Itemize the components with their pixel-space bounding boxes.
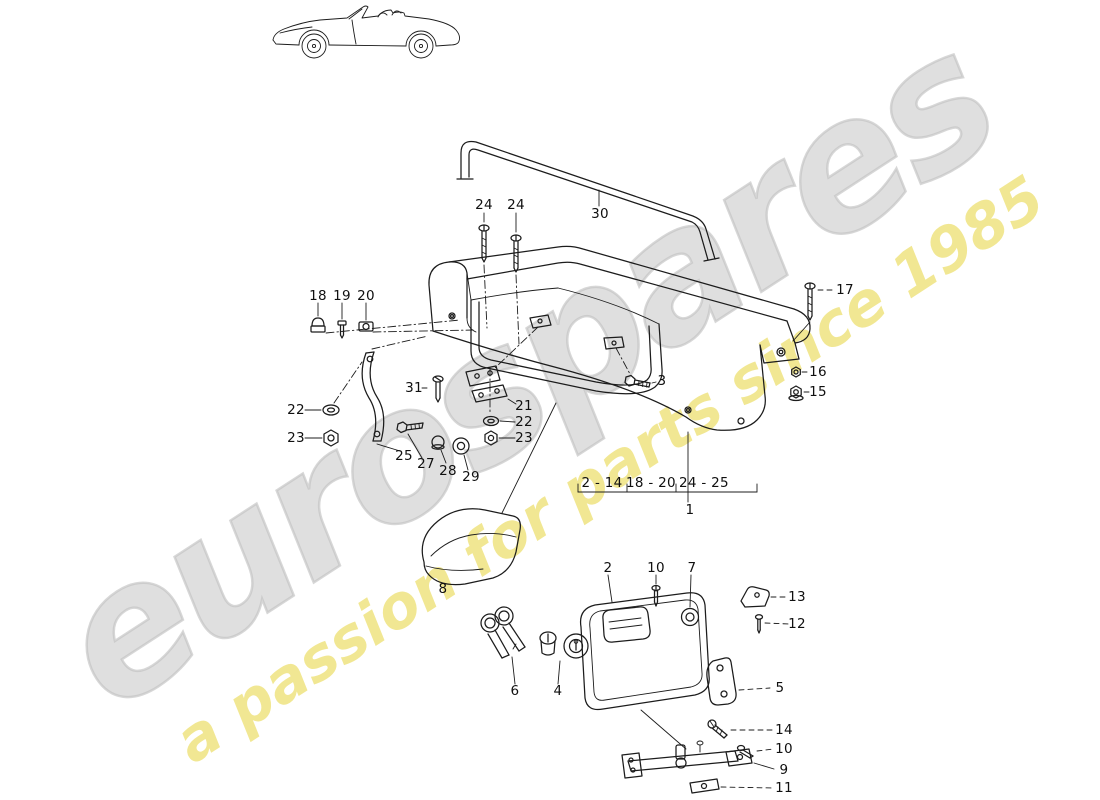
part-label-4: 4 [553, 683, 563, 699]
part-label-1: 1 [685, 502, 695, 518]
part-label-13: 13 [788, 589, 806, 605]
screw-19 [337, 302, 347, 339]
part-label-27: 27 [417, 456, 435, 472]
bracket-5 [706, 657, 771, 706]
storage-lid-2 [579, 574, 710, 750]
rear-panel-assembly-1 [428, 245, 811, 431]
part-label-25: 25 [395, 448, 413, 464]
cap-29 [452, 437, 470, 471]
group-label-segment-2: 18 - 20 [626, 475, 676, 491]
part-label-28: 28 [439, 463, 457, 479]
lock-4 [539, 631, 589, 685]
group-label-lines [577, 431, 758, 503]
nut-23-right [484, 430, 516, 446]
part-label-19: 19 [333, 288, 351, 304]
screw-24-right [510, 212, 522, 345]
part-label-10: 10 [647, 560, 665, 576]
part-label-29: 29 [462, 469, 480, 485]
keys-6 [480, 606, 526, 685]
align-line [372, 329, 474, 333]
group-label-segment-1: 2 - 14 [581, 475, 623, 491]
bracket-11 [689, 778, 775, 794]
part-label-14: 14 [775, 722, 793, 738]
part-label-8: 8 [438, 581, 448, 597]
part-label-12: 12 [788, 616, 806, 632]
part-label-5: 5 [775, 680, 785, 696]
latch-9 [621, 740, 775, 779]
align-line [333, 361, 363, 404]
screw-12 [754, 614, 790, 634]
part-label-16: 16 [809, 364, 827, 380]
part-label-10: 10 [775, 741, 793, 757]
washer-22-right [482, 415, 516, 427]
part-label-3: 3 [657, 373, 667, 389]
part-label-23: 23 [287, 430, 305, 446]
cap-nut-18 [310, 302, 326, 333]
part-label-31: 31 [405, 380, 423, 396]
part-label-2: 2 [603, 560, 613, 576]
bolt-27 [396, 421, 424, 459]
part-label-24: 24 [475, 197, 493, 213]
cap-28 [431, 435, 447, 464]
part-label-15: 15 [809, 384, 827, 400]
part-label-9: 9 [779, 762, 789, 778]
part-label-30: 30 [591, 206, 609, 222]
grommet-7 [680, 574, 700, 627]
clip-nut-20 [358, 302, 374, 332]
screw-24-left [478, 212, 490, 329]
washer-22-left [304, 404, 340, 416]
screw-14 [707, 719, 775, 739]
cover-8 [421, 402, 557, 586]
screw-10-top [651, 574, 661, 607]
part-label-20: 20 [357, 288, 375, 304]
part-label-18: 18 [309, 288, 327, 304]
bolt-3 [624, 374, 657, 388]
group-label-segment-3: 24 - 25 [679, 475, 729, 491]
screw-31 [421, 375, 444, 403]
part-label-21: 21 [515, 398, 533, 414]
part-label-11: 11 [775, 780, 793, 796]
part-label-17: 17 [836, 282, 854, 298]
bracket-21 [471, 384, 517, 405]
car-silhouette-icon [272, 5, 461, 59]
part-label-23: 23 [515, 430, 533, 446]
part-label-22: 22 [287, 402, 305, 418]
roll-bar-30 [456, 140, 720, 262]
strap-25 [361, 335, 429, 452]
clamp-13 [740, 586, 790, 608]
part-label-24: 24 [507, 197, 525, 213]
nut-23-left [304, 429, 339, 447]
part-label-7: 7 [687, 560, 697, 576]
part-label-22: 22 [515, 414, 533, 430]
align-line [325, 319, 461, 334]
nut-16 [791, 366, 811, 378]
part-label-6: 6 [510, 683, 520, 699]
screw-17 [792, 282, 837, 342]
flange-nut-15 [788, 385, 811, 402]
